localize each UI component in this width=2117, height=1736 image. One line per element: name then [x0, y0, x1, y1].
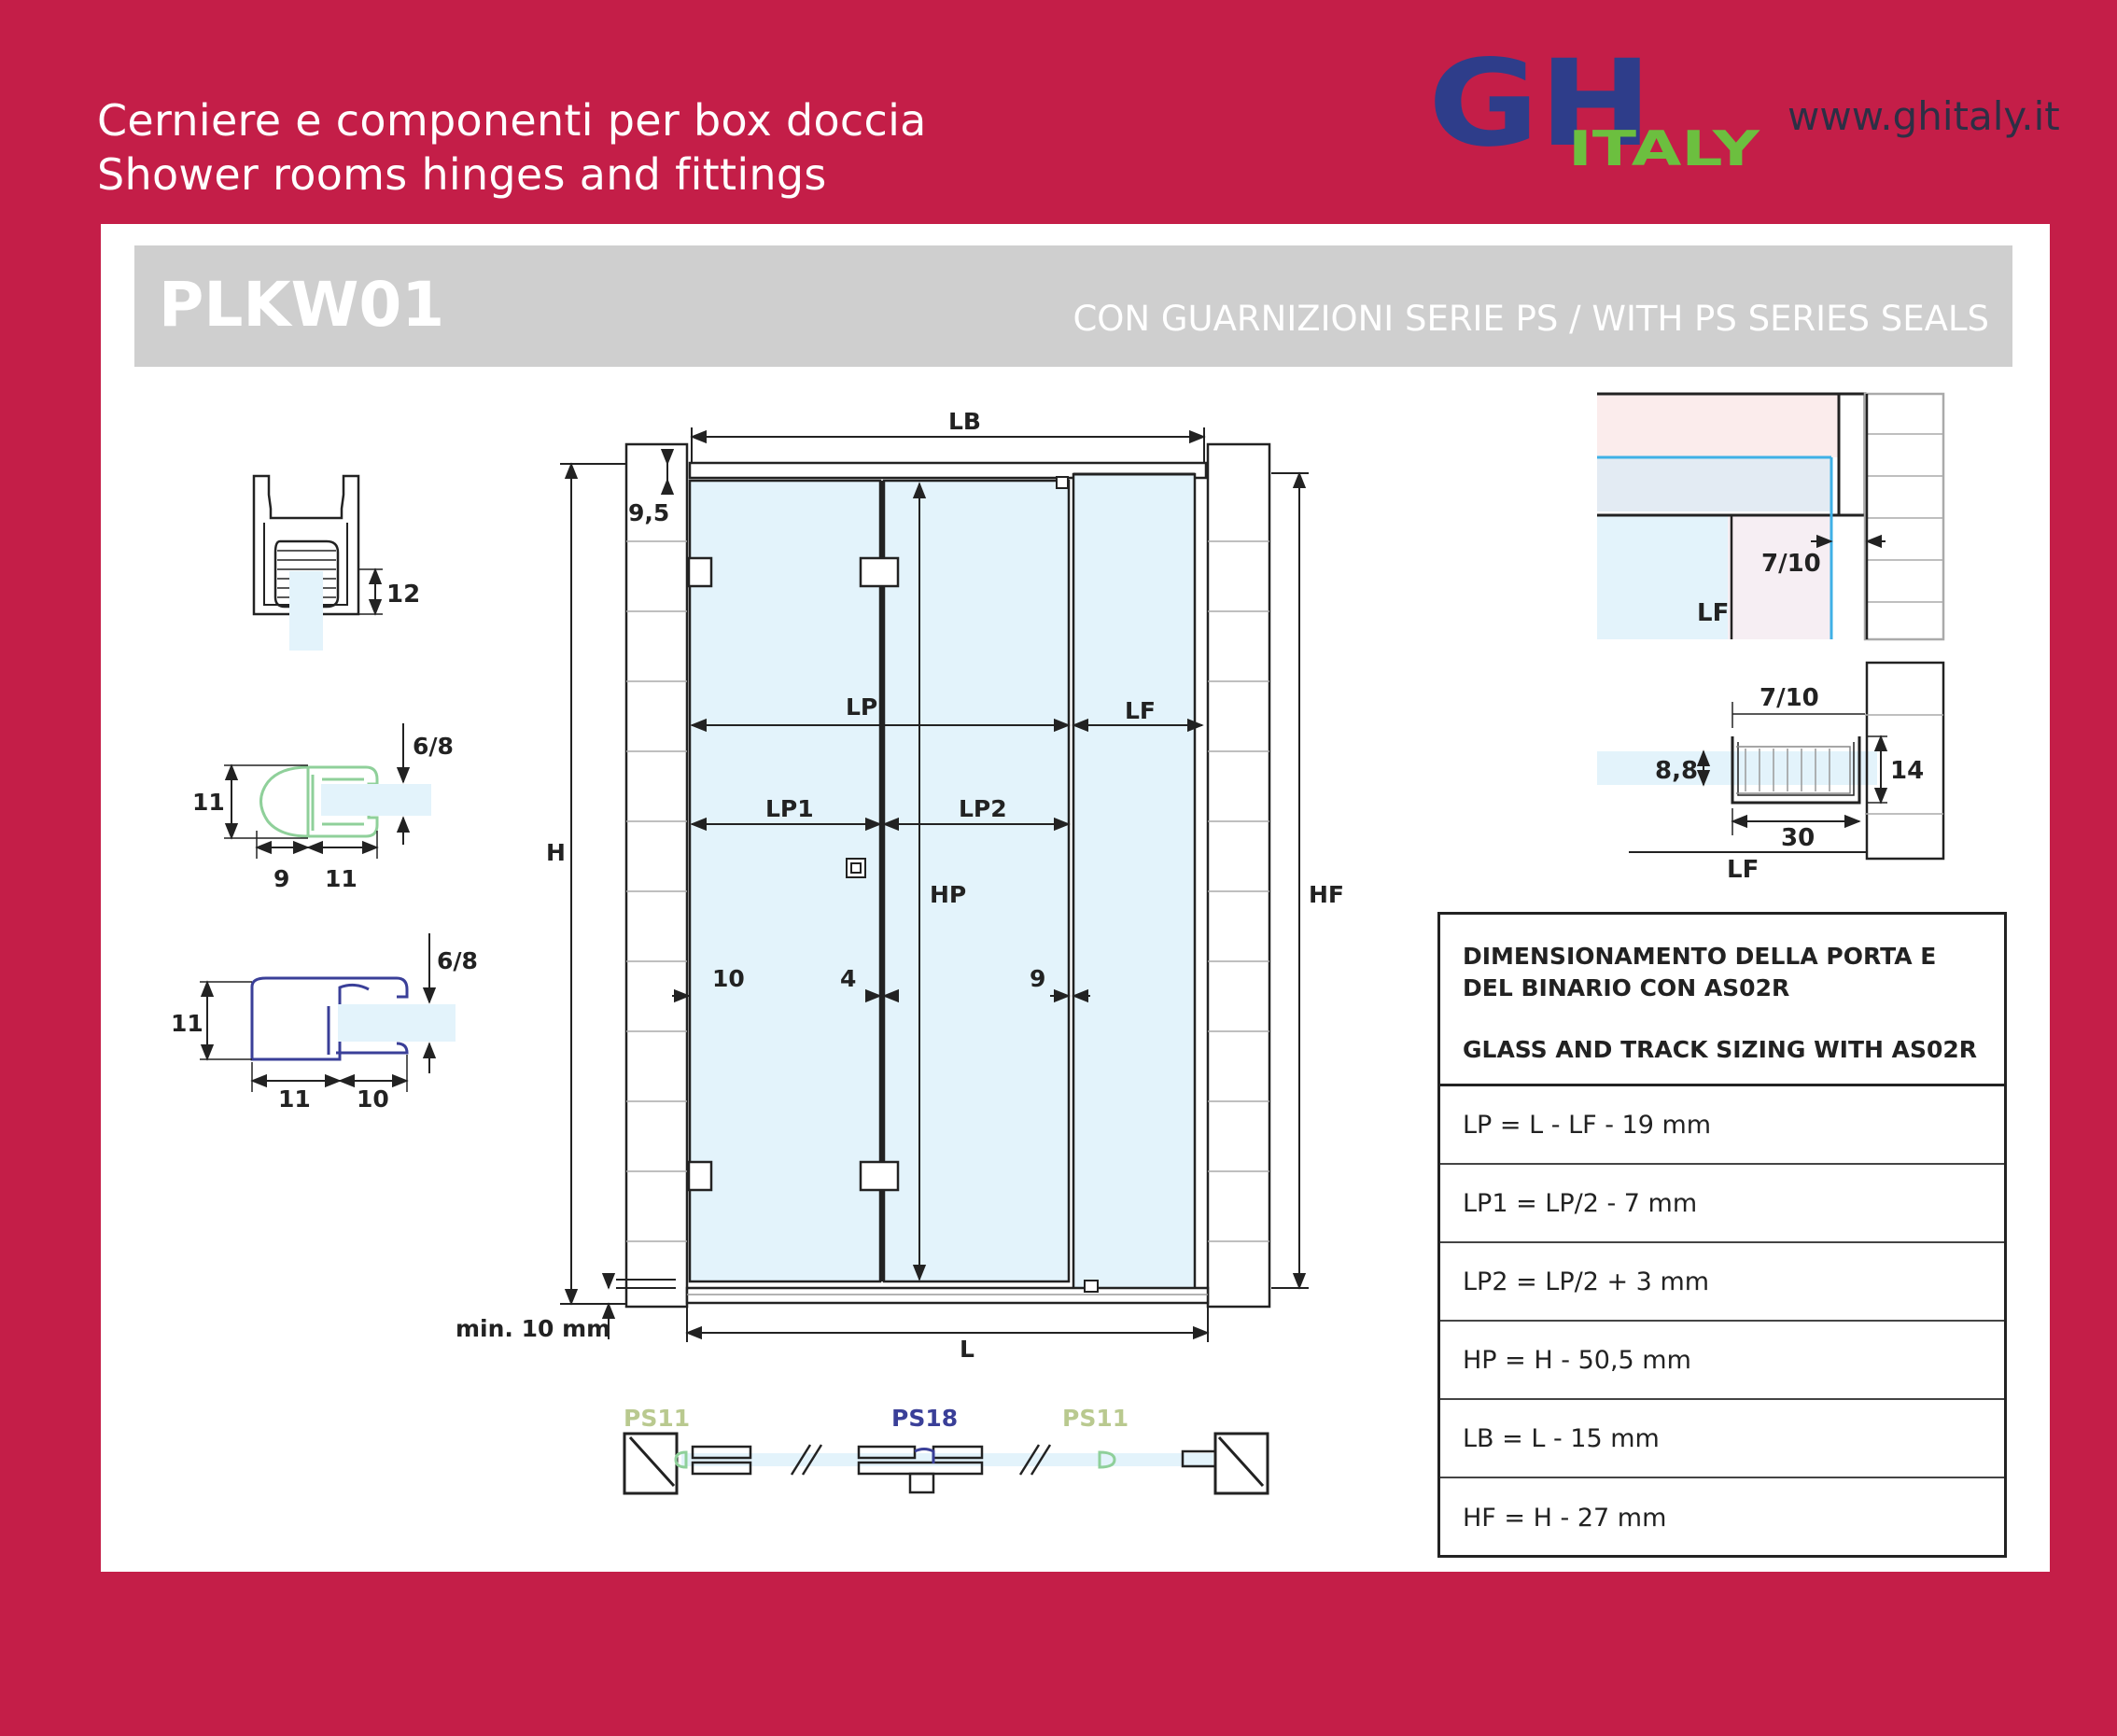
detail-bottom [1597, 661, 1945, 861]
right-wall [1206, 442, 1271, 1309]
product-subtitle: CON GUARNIZIONI SERIE PS / WITH PS SERIE… [1073, 299, 1989, 339]
header-title-it: Cerniere e componenti per box doccia [97, 95, 927, 146]
fixed-panel [1072, 472, 1197, 1293]
plan-wall-left [623, 1432, 679, 1495]
header-title-en: Shower rooms hinges and fittings [97, 149, 827, 200]
product-title-band [134, 245, 2012, 367]
sizing-table-header: DIMENSIONAMENTO DELLA PORTA E DEL BINARI… [1440, 915, 2004, 1086]
detail-top-gap: 7/10 [1761, 550, 1821, 578]
blue-seal-profile [250, 976, 409, 1061]
logo-gh: GH [1428, 51, 1652, 173]
plan-label-ps18: PS18 [891, 1405, 958, 1432]
floor-track [685, 1286, 1210, 1305]
website-link[interactable]: www.ghitaly.it [1788, 93, 2060, 139]
sizing-title-it: DIMENSIONAMENTO DELLA PORTA E DEL BINARI… [1463, 943, 1937, 1001]
knob [846, 858, 866, 878]
dim-right-gap: 9 [1030, 965, 1045, 992]
sizing-row: LP2 = LP/2 + 3 mm [1440, 1243, 2004, 1322]
dim-center-gap: 4 [840, 965, 856, 992]
detail-top-lf: LF [1697, 599, 1729, 627]
logo-italy: ITALY [1568, 121, 1761, 173]
blue-seal-w1: 11 [278, 1085, 311, 1113]
label-lp2: LP2 [959, 795, 1007, 822]
detail-bottom-gap: 7/10 [1759, 684, 1819, 712]
detail-bottom-width: 30 [1781, 824, 1815, 852]
label-hf: HF [1309, 881, 1344, 908]
track-dim: 12 [386, 581, 420, 609]
label-hp: HP [930, 881, 966, 908]
detail-bottom-glass: 8,8 [1655, 757, 1698, 785]
plan-section: PS11 PS18 PS11 [623, 1405, 1269, 1495]
detail-top [1597, 392, 1945, 641]
sizing-row: HP = H - 50,5 mm [1440, 1322, 2004, 1400]
plan-label-ps11-right: PS11 [1062, 1405, 1129, 1432]
green-seal-glass [321, 784, 431, 816]
dim-left-gap: 10 [712, 965, 745, 992]
sizing-row: LP = L - LF - 19 mm [1440, 1086, 2004, 1165]
green-seal-w1: 9 [273, 865, 289, 892]
front-view [624, 442, 1271, 1309]
sizing-row: LP1 = LP/2 - 7 mm [1440, 1165, 2004, 1243]
blue-seal-w2: 10 [357, 1085, 389, 1113]
hinges [687, 556, 900, 1192]
label-l: L [960, 1336, 974, 1363]
front-labels: LB H HF LP LF LP1 LP2 HP L 9,5 10 4 9 mi… [456, 408, 1344, 1363]
dim-top-gap: 9,5 [628, 499, 669, 526]
door-panel-2 [882, 479, 1071, 1283]
track-profile [252, 474, 383, 651]
front-dimensions [560, 427, 1309, 1342]
door-panel-1 [688, 479, 882, 1283]
green-seal-height: 11 [192, 789, 225, 816]
blue-seal-glass-dim: 6/8 [437, 947, 478, 974]
blue-seal-height: 11 [171, 1010, 203, 1037]
gh-italy-logo: GH ITALY [1428, 51, 1761, 173]
green-seal-glass-dim: 6/8 [413, 733, 454, 760]
label-h: H [546, 839, 566, 866]
detail-bottom-height: 14 [1890, 757, 1924, 785]
green-seal-w2: 11 [325, 865, 358, 892]
detail-bottom-lf: LF [1727, 856, 1759, 884]
sizing-title-en: GLASS AND TRACK SIZING WITH AS02R [1463, 1036, 1978, 1063]
product-code: PLKW01 [159, 269, 445, 341]
plan-label-ps11-left: PS11 [624, 1405, 690, 1432]
label-lp: LP [846, 693, 877, 721]
label-lb: LB [948, 408, 981, 435]
dim-bottom-gap: min. 10 mm [456, 1315, 610, 1342]
label-lp1: LP1 [765, 795, 814, 822]
sizing-row: LB = L - 15 mm [1440, 1400, 2004, 1478]
label-lf: LF [1125, 697, 1156, 724]
left-wall [624, 442, 689, 1309]
sizing-table: DIMENSIONAMENTO DELLA PORTA E DEL BINARI… [1437, 912, 2007, 1558]
sizing-row: HF = H - 27 mm [1463, 1503, 1667, 1533]
blue-seal-glass [338, 1004, 456, 1042]
